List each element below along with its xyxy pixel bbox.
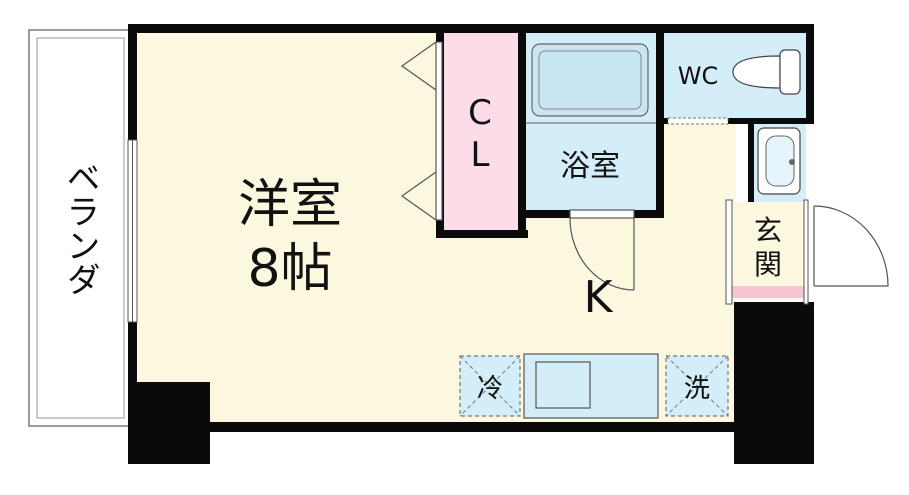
fridge-space [459,355,521,417]
fridge-label: 冷 [477,374,503,404]
entrance-floor [728,202,806,300]
washer-space [665,355,729,417]
toilet-icon [732,49,801,95]
entrance-label-2: 関 [754,248,782,281]
entrance-label-1: 玄 [754,214,782,247]
bathtub [531,43,649,117]
entrance-mat [728,286,806,298]
western-room-label: 洋室 [238,175,342,235]
closet-label-l: L [471,135,490,175]
balcony-label: ベランダ [60,160,100,296]
toilet-label: WC [678,62,719,90]
entrance-door [813,205,889,287]
balcony-window [127,139,138,323]
western-room-size: 8帖 [247,239,332,299]
kitchen-sink [535,361,591,409]
bathroom-door [569,209,635,291]
kitchen-label: K [584,272,614,323]
balcony [28,29,133,427]
closet-door [400,41,443,221]
washbasin-icon [757,127,801,195]
closet [438,32,522,237]
washer-label: 洗 [684,374,710,404]
toilet-door [667,117,729,125]
bathroom-label: 浴室 [560,149,620,184]
closet-label-c: C [468,93,492,133]
